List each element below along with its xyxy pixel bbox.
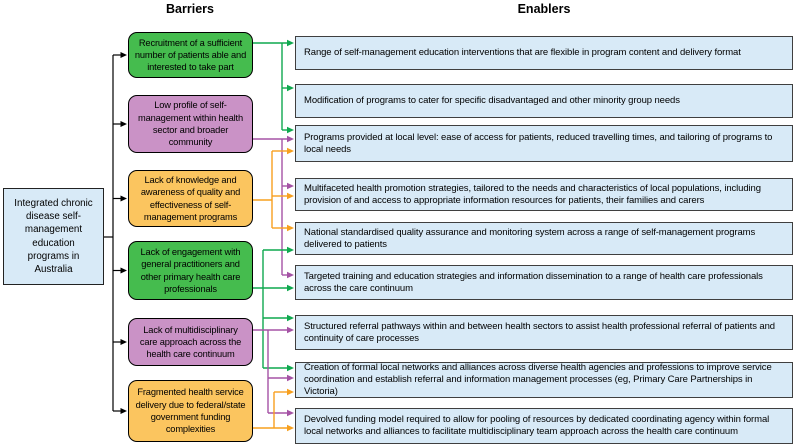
enabler-node-e4: Multifaceted health promotion strategies… — [295, 178, 793, 211]
enabler-node-label: Multifaceted health promotion strategies… — [304, 182, 761, 206]
barrier-node-b6: Fragmented health service delivery due t… — [128, 380, 253, 442]
barrier-node-b5: Lack of multidisciplinary care approach … — [128, 318, 253, 366]
root-node-label: Integrated chronic disease self-manageme… — [14, 197, 93, 275]
enabler-node-e5: National standardised quality assurance … — [295, 222, 793, 255]
connector-b4 — [253, 246, 294, 372]
enabler-node-e2: Modification of programs to cater for sp… — [295, 84, 793, 118]
barrier-node-label: Lack of multidisciplinary care approach … — [139, 324, 242, 360]
barrier-node-label: Lack of knowledge and awareness of quali… — [140, 174, 241, 222]
enabler-node-e9: Devolved funding model required to allow… — [295, 408, 793, 444]
enabler-node-label: Targeted training and education strategi… — [304, 270, 763, 294]
barriers-column-header: Barriers — [166, 2, 214, 16]
barrier-node-b3: Lack of knowledge and awareness of quali… — [128, 170, 253, 227]
enabler-node-label: Structured referral pathways within and … — [304, 320, 775, 344]
connector-b5 — [253, 326, 294, 417]
enabler-node-e8: Creation of formal local networks and al… — [295, 362, 793, 398]
trunk-lines — [104, 52, 127, 414]
enabler-node-e1: Range of self-management education inter… — [295, 36, 793, 70]
enabler-node-label: National standardised quality assurance … — [304, 226, 756, 250]
connector-b3 — [253, 147, 294, 232]
barrier-node-b2: Low profile of self-management within he… — [128, 95, 253, 153]
enabler-node-e7: Structured referral pathways within and … — [295, 315, 793, 350]
barrier-node-label: Low profile of self-management within he… — [138, 100, 243, 148]
barrier-node-label: Lack of engagement with general practiti… — [140, 246, 241, 294]
enabler-node-label: Programs provided at local level: ease o… — [304, 131, 773, 155]
barrier-node-label: Fragmented health service delivery due t… — [135, 387, 246, 435]
connector-b1 — [253, 39, 294, 134]
barrier-node-label: Recruitment of a sufficient number of pa… — [134, 37, 247, 73]
connector-b2 — [253, 135, 294, 279]
enabler-node-label: Creation of formal local networks and al… — [304, 362, 772, 397]
barrier-node-b1: Recruitment of a sufficient number of pa… — [128, 32, 253, 78]
root-node: Integrated chronic disease self-manageme… — [3, 188, 104, 285]
enabler-node-e6: Targeted training and education strategi… — [295, 265, 793, 300]
enablers-column-header: Enablers — [517, 2, 571, 16]
barrier-node-b4: Lack of engagement with general practiti… — [128, 241, 253, 300]
connector-b6 — [253, 388, 294, 432]
enabler-node-e3: Programs provided at local level: ease o… — [295, 125, 793, 162]
enabler-node-label: Devolved funding model required to allow… — [304, 414, 770, 437]
enabler-node-label: Range of self-management education inter… — [304, 47, 741, 59]
enabler-node-label: Modification of programs to cater for sp… — [304, 95, 680, 107]
